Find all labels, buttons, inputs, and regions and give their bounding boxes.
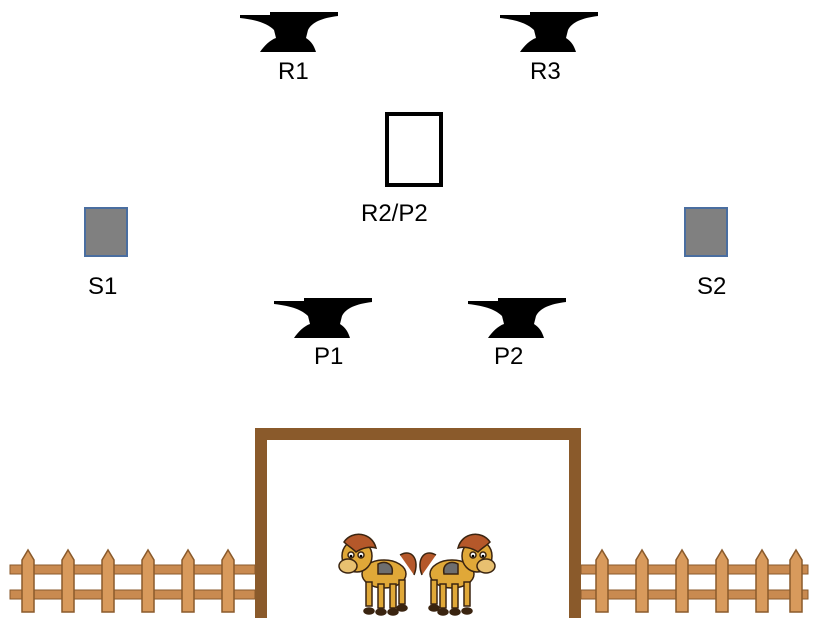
pony-icon-left <box>338 533 417 616</box>
square-s1 <box>84 207 128 257</box>
label-p2: P2 <box>494 343 524 370</box>
label-r2p2: R2/P2 <box>361 200 428 227</box>
wooden-fence-right <box>580 548 809 613</box>
label-s2: S2 <box>697 273 727 300</box>
label-r3: R3 <box>530 58 561 85</box>
anvil-icon-r3 <box>500 12 598 52</box>
wooden-fence-left <box>9 548 256 613</box>
anvil-icon-p1 <box>274 298 372 338</box>
box-r2p2 <box>385 112 443 187</box>
anvil-icon-r1 <box>240 12 338 52</box>
label-p1: P1 <box>314 343 344 370</box>
square-s2 <box>684 207 728 257</box>
label-s1: S1 <box>88 273 118 300</box>
label-r1: R1 <box>278 58 309 85</box>
anvil-icon-p2 <box>468 298 566 338</box>
pony-icon-right <box>419 533 496 616</box>
wooden-gate <box>255 428 581 618</box>
